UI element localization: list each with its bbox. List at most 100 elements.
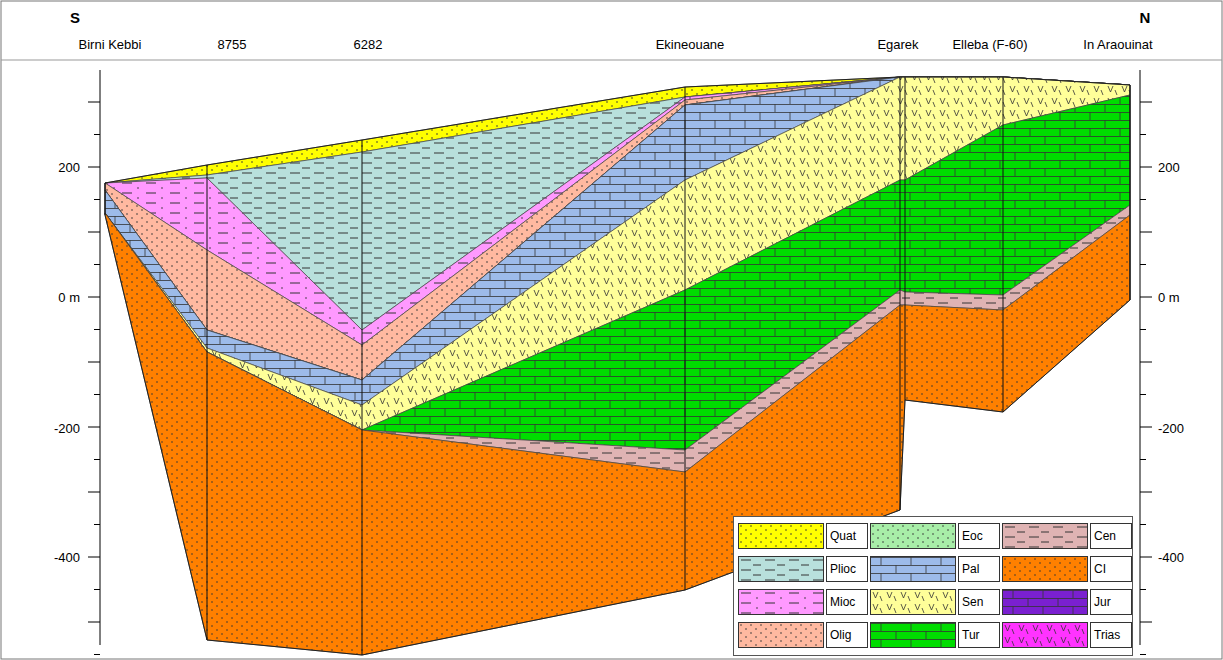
axis-tick <box>94 329 100 330</box>
axis-tick <box>1140 167 1152 168</box>
legend-swatch <box>1002 589 1088 615</box>
axis-tick <box>94 589 100 590</box>
well-name: In Araouinat <box>1083 38 1152 51</box>
legend-swatch <box>738 523 824 549</box>
axis-tick <box>88 297 100 298</box>
axis-tick <box>88 557 100 558</box>
axis-tick <box>88 167 100 168</box>
well-name: Egarek <box>877 38 918 51</box>
axis-tick <box>88 362 100 363</box>
legend-text: Sen <box>958 589 1000 615</box>
legend-swatch <box>738 556 824 582</box>
well-name: 6282 <box>354 38 383 51</box>
legend-text: Quat <box>826 523 868 549</box>
axis-value: -400 <box>54 551 80 564</box>
axis-tick <box>1140 102 1152 103</box>
axis-tick <box>1140 362 1152 363</box>
swatch-pattern <box>739 590 823 614</box>
swatch-pattern <box>1003 524 1087 548</box>
swatch-pattern <box>871 623 955 647</box>
axis-tick <box>88 232 100 233</box>
axis-tick <box>1140 622 1152 623</box>
axis-tick <box>1140 264 1146 265</box>
axis-tick <box>1140 427 1152 428</box>
layer-pattern <box>105 213 1130 655</box>
legend-text: Pal <box>958 556 1000 582</box>
axis-tick <box>1140 524 1146 525</box>
swatch-pattern <box>1003 623 1087 647</box>
legend-text: Plioc <box>826 556 868 582</box>
well-line <box>905 77 906 400</box>
axis-tick <box>88 102 100 103</box>
axis-tick <box>94 654 100 655</box>
axis-tick <box>94 134 100 135</box>
legend-swatch <box>1002 556 1088 582</box>
legend-text: Mioc <box>826 589 868 615</box>
axis-tick <box>1140 329 1146 330</box>
well-line <box>362 140 363 655</box>
well-name: Ekineouane <box>656 38 725 51</box>
rock-layer <box>105 213 1130 655</box>
section-outline <box>105 77 1130 655</box>
axis-tick <box>1140 199 1146 200</box>
axis-line <box>1140 70 1141 645</box>
axis-line <box>100 70 101 645</box>
axis-value: 200 <box>1158 161 1180 174</box>
swatch-pattern <box>871 524 955 548</box>
legend-text: Cen <box>1090 523 1132 549</box>
axis-tick <box>1140 297 1152 298</box>
axis-tick <box>88 492 100 493</box>
legend-swatch <box>1002 622 1088 648</box>
legend-swatch <box>1002 523 1088 549</box>
axis-value: 0 m <box>58 291 80 304</box>
well-line <box>685 87 686 590</box>
direction-label: N <box>1140 10 1151 25</box>
well-name: Elleba (F-60) <box>952 38 1027 51</box>
axis-tick <box>88 622 100 623</box>
legend-text: Trias <box>1090 622 1132 648</box>
axis-tick <box>1140 492 1152 493</box>
legend-swatch <box>870 523 956 549</box>
legend-swatch <box>738 589 824 615</box>
axis-tick <box>94 459 100 460</box>
direction-label: S <box>70 10 80 25</box>
swatch-pattern <box>871 557 955 581</box>
axis-tick <box>1140 557 1152 558</box>
axis-value: 200 <box>58 161 80 174</box>
axis-value: -200 <box>1158 422 1184 435</box>
swatch-pattern <box>739 557 823 581</box>
legend-box: QuatPliocMiocOlig EocPalSenTur CenCI JurTri… <box>733 516 1133 656</box>
axis-value: -200 <box>54 422 80 435</box>
axis-value: 0 m <box>1158 291 1180 304</box>
swatch-pattern <box>1003 557 1087 581</box>
well-line <box>1003 77 1004 412</box>
swatch-pattern <box>739 524 823 548</box>
legend-text: Eoc <box>958 523 1000 549</box>
axis-tick <box>94 394 100 395</box>
axis-value: -400 <box>1158 551 1184 564</box>
legend-text: Tur <box>958 622 1000 648</box>
swatch-pattern <box>1003 590 1087 614</box>
axis-tick <box>94 264 100 265</box>
axis-tick <box>1140 134 1146 135</box>
axis-tick <box>94 524 100 525</box>
legend-swatch <box>738 622 824 648</box>
well-line <box>105 183 106 215</box>
swatch-pattern <box>871 590 955 614</box>
legend-text: Olig <box>826 622 868 648</box>
legend-swatch <box>870 589 956 615</box>
legend-text: CI <box>1090 556 1132 582</box>
axis-tick <box>94 199 100 200</box>
well-name: Birni Kebbi <box>79 38 142 51</box>
axis-tick <box>1140 654 1146 655</box>
legend-text: Jur <box>1090 589 1132 615</box>
axis-tick <box>1140 394 1146 395</box>
legend-swatch <box>870 556 956 582</box>
axis-tick <box>1140 459 1146 460</box>
axis-tick <box>1140 589 1146 590</box>
well-line <box>207 165 208 640</box>
layer-fill <box>105 213 1130 655</box>
well-line <box>1130 85 1131 300</box>
axis-tick <box>1140 232 1152 233</box>
legend-swatch <box>870 622 956 648</box>
